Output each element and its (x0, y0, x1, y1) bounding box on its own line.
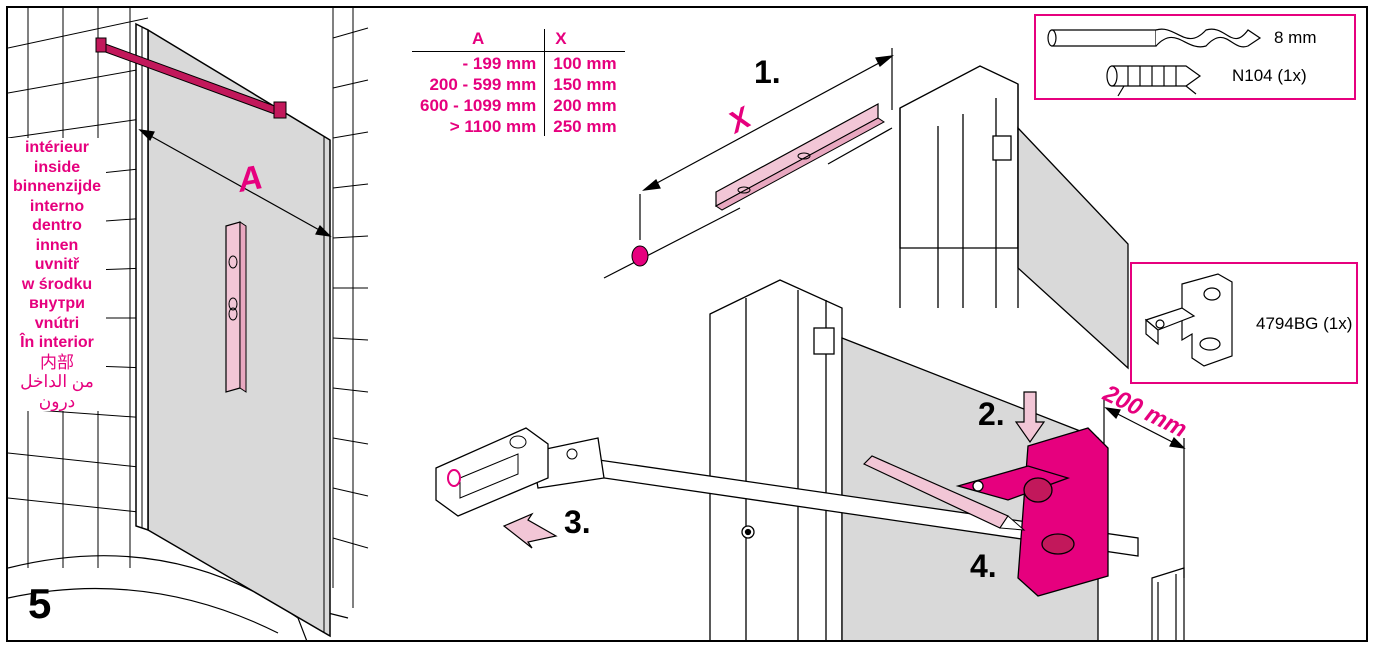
table-cell: 600 - 1099 mm (420, 96, 537, 115)
bracket-label: 4794BG (1x) (1256, 314, 1353, 333)
parts-box-drill-dowel: 8 mm N104 (1x) (1034, 14, 1356, 100)
table-row: 200 - 599 mm 150 mm (412, 73, 625, 94)
label-de: innen (8, 235, 106, 255)
table-cell: 200 mm (544, 94, 625, 115)
label-nl: binnenzijde (8, 177, 106, 197)
step-1: 1. (754, 54, 781, 90)
label-pl: w środku (8, 274, 106, 294)
label-zh: 内部 (8, 352, 106, 372)
label-ro: În interior (8, 333, 106, 353)
drill-size-label: 8 mm (1274, 28, 1317, 47)
label-en: inside (8, 157, 106, 177)
table-header-x: X (544, 29, 625, 52)
wall-profile-top (899, 65, 1129, 370)
spirit-level-horizontal (715, 102, 885, 211)
table-row: > 1100 mm 250 mm (412, 115, 625, 136)
label-fa: درون (8, 391, 106, 411)
label-ar: من الداخل (8, 372, 106, 392)
table-header-a: A (412, 29, 545, 52)
label-es: dentro (8, 216, 106, 236)
wall-bracket (955, 427, 1109, 597)
step-3: 3. (564, 504, 591, 540)
drill-dowel-icon (1047, 28, 1262, 97)
bracket-icon (1144, 273, 1233, 367)
label-fr: intérieur (8, 138, 106, 158)
step-number: 5 (28, 580, 52, 627)
label-it: interno (8, 196, 106, 216)
parts-box-bracket: 4794BG (1x) (1130, 262, 1358, 384)
label-cs: uvnitř (8, 255, 106, 275)
step-2: 2. (978, 396, 1005, 432)
table-row: - 199 mm 100 mm (412, 51, 625, 73)
table-row: 600 - 1099 mm 200 mm (412, 94, 625, 115)
drill-mark (631, 245, 649, 267)
end-profile (1151, 567, 1185, 640)
label-ru: внутри (8, 294, 106, 314)
dimension-a-line (138, 129, 332, 237)
dowel-label: N104 (1x) (1232, 66, 1307, 85)
stabilizer-arm (435, 427, 1139, 557)
assembly-illustration (8, 8, 1186, 640)
dimension-table: A X - 199 mm 100 mm 200 - 599 mm 150 mm 60… (412, 29, 625, 136)
arrow-step-3 (502, 512, 558, 549)
stabilizer-bar (95, 37, 287, 119)
arrow-step-2 (1014, 391, 1046, 444)
table-cell: 250 mm (544, 115, 625, 136)
table-cell: 100 mm (544, 51, 625, 73)
table-cell: > 1100 mm (449, 117, 537, 136)
dimension-x-line (603, 48, 894, 279)
inside-side-labels: intérieur inside binnenzijde interno den… (8, 138, 106, 411)
step-4: 4. (970, 548, 997, 584)
table-cell: 200 - 599 mm (429, 75, 537, 94)
label-sk: vnútri (8, 313, 106, 333)
instruction-frame: intérieur inside binnenzijde interno den… (6, 6, 1368, 642)
table-cell: 150 mm (544, 73, 625, 94)
pencil (862, 455, 1026, 531)
spirit-level-vertical (225, 221, 247, 393)
table-cell: - 199 mm (462, 54, 537, 73)
